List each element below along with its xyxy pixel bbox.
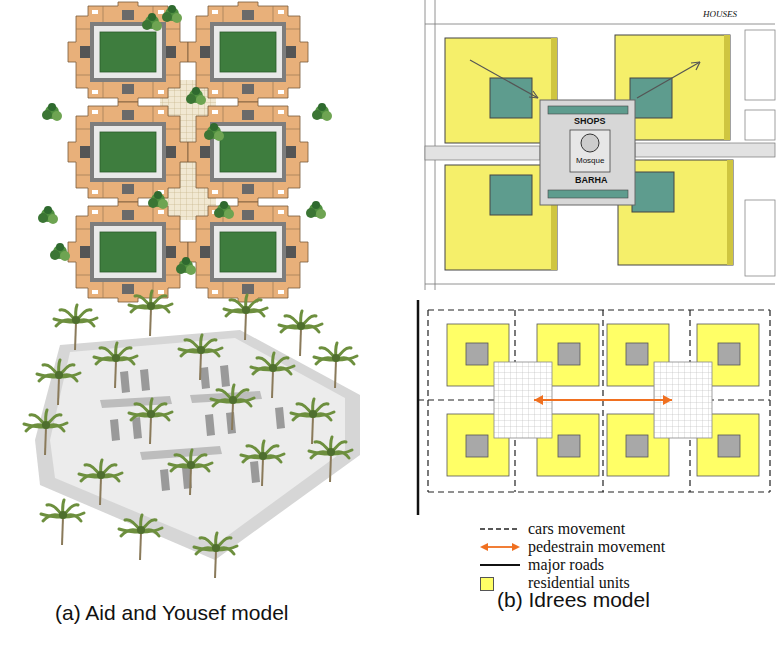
- figure-caption: (a) Aid and Yousef model: [55, 601, 289, 625]
- sketch-label: BARHA: [574, 175, 609, 185]
- legend-text: residential units: [528, 574, 630, 592]
- figure-caption: (b) Idrees model: [497, 588, 650, 612]
- legend-sample: [478, 538, 522, 556]
- legend-text: cars movement: [528, 520, 625, 538]
- legend-sample: [478, 520, 522, 538]
- sketch-label: Mosque: [575, 156, 605, 165]
- sketch-label: SHOPS: [573, 116, 607, 126]
- legend-text: major roads: [528, 556, 604, 574]
- legend-sample: [478, 556, 522, 574]
- legend-text: pedestrain movement: [528, 538, 665, 556]
- sketch-label: HOUSES: [702, 9, 738, 19]
- legend-swatch: [480, 577, 494, 591]
